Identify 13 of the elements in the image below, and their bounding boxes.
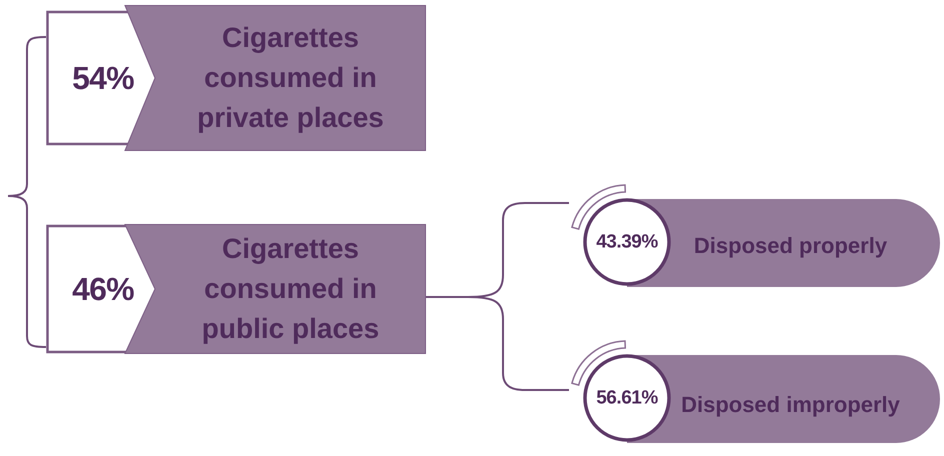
percentage-value: 46% <box>72 273 134 305</box>
pill-label: Disposed properly <box>694 232 888 260</box>
percentage-value: 56.61% <box>596 388 658 408</box>
stat-banner <box>46 224 426 354</box>
percentage-circle <box>569 338 671 443</box>
banner-label: Cigarettes consumed in private places <box>196 21 385 135</box>
percentage-circle <box>569 182 671 287</box>
connector-line <box>426 296 569 391</box>
percentage-value: 54% <box>72 62 134 94</box>
stat-banner <box>46 5 426 151</box>
banner-label: Cigarettes consumed in public places <box>200 232 380 346</box>
pill-label: Disposed improperly <box>681 391 900 419</box>
percentage-value: 43.39% <box>596 232 658 252</box>
